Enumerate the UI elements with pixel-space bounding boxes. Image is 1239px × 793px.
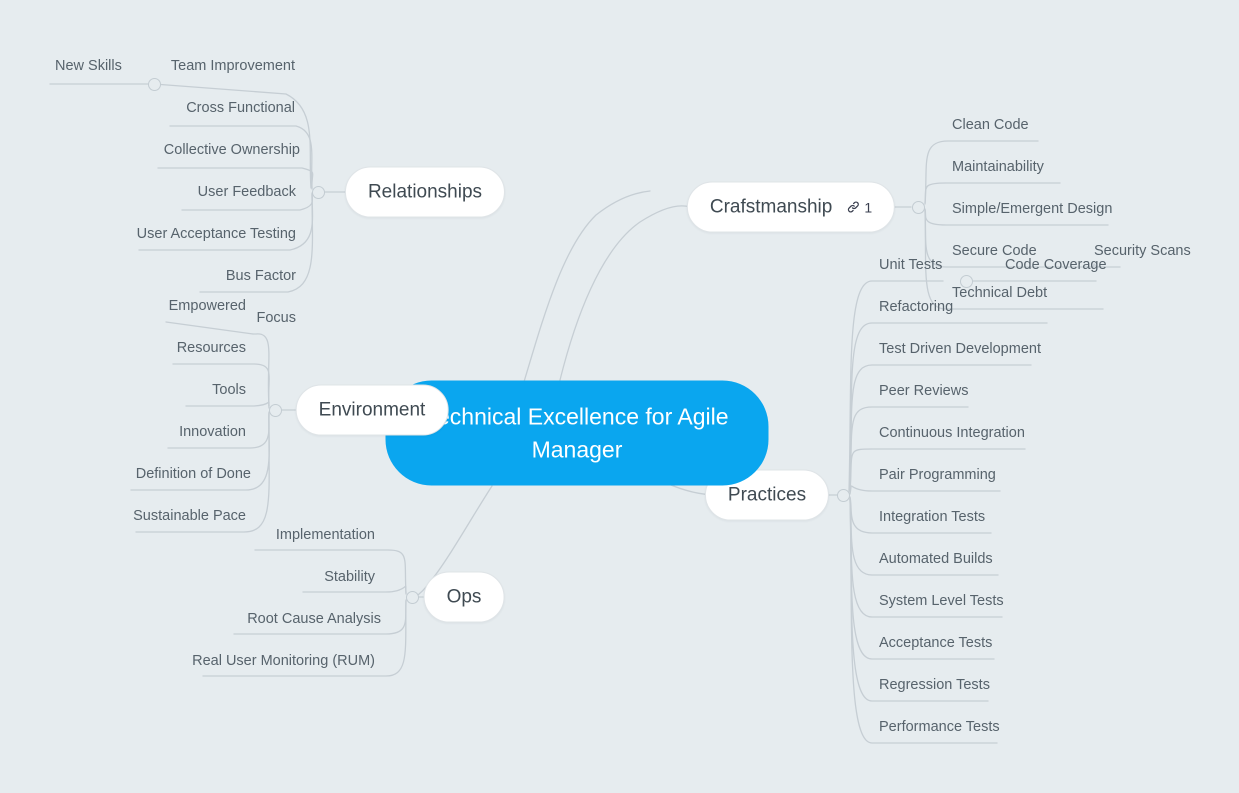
collapse-handle-unit-tests[interactable] (959, 274, 973, 288)
central-node-label: Technical Excellence for Agile Manager (425, 403, 729, 462)
leaf-maintainability[interactable]: Maintainability (952, 158, 1044, 175)
link-icon (845, 200, 860, 215)
leaf-sustainable-pace[interactable]: Sustainable Pace (133, 507, 246, 524)
leaf-refactoring[interactable]: Refactoring (879, 298, 954, 315)
branch-label-craftsmanship: Crafstmanship (709, 196, 833, 217)
leaf-peer-reviews[interactable]: Peer Reviews (879, 382, 969, 399)
branch-label-practices: Practices (727, 484, 807, 505)
leaf-security-scans[interactable]: Security Scans (1094, 242, 1191, 259)
branch-node-craftsmanship[interactable]: Crafstmanship 1 (686, 181, 896, 233)
link-count-craftsmanship: 1 (864, 199, 873, 215)
leaf-bus-factor[interactable]: Bus Factor (225, 267, 296, 284)
branch-node-ops[interactable]: Ops (423, 571, 505, 623)
branch-label-environment: Environment (318, 399, 426, 420)
collapse-handle-craftsmanship[interactable] (911, 200, 925, 214)
leaf-continuous-integration[interactable]: Continuous Integration (879, 424, 1025, 441)
central-node[interactable]: Technical Excellence for Agile Manager (385, 380, 769, 486)
collapse-handle-relationships[interactable] (311, 185, 325, 199)
leaf-system-level-tests[interactable]: System Level Tests (879, 592, 1004, 609)
leaf-innovation[interactable]: Innovation (179, 423, 246, 440)
leaf-cross-functional[interactable]: Cross Functional (186, 99, 295, 116)
leaf-unit-tests[interactable]: Unit Tests (879, 256, 943, 273)
leaf-resources[interactable]: Resources (176, 339, 246, 356)
leaf-user-feedback[interactable]: User Feedback (197, 183, 296, 200)
leaf-empowered[interactable]: Empowered (168, 297, 246, 314)
leaf-implementation[interactable]: Implementation (275, 526, 375, 543)
leaf-collective-ownership[interactable]: Collective Ownership (163, 141, 300, 158)
leaf-test-driven-development[interactable]: Test Driven Development (879, 340, 1041, 357)
leaf-automated-builds[interactable]: Automated Builds (879, 550, 993, 567)
leaf-team-improvement[interactable]: Team Improvement (170, 57, 295, 74)
leaf-tools[interactable]: Tools (212, 381, 246, 398)
branch-label-relationships: Relationships (367, 181, 483, 202)
leaf-code-coverage[interactable]: Code Coverage (1005, 256, 1107, 273)
leaf-technical-debt[interactable]: Technical Debt (952, 284, 1048, 301)
leaf-simple-emergent-design[interactable]: Simple/Emergent Design (952, 200, 1113, 217)
leaf-clean-code[interactable]: Clean Code (952, 116, 1029, 133)
leaf-secure-code[interactable]: Secure Code (952, 242, 1037, 259)
leaf-regression-tests[interactable]: Regression Tests (879, 676, 990, 693)
branch-node-relationships[interactable]: Relationships (344, 166, 506, 218)
link-badge-craftsmanship[interactable]: 1 (845, 199, 872, 215)
collapse-handle-team-improvement[interactable] (147, 77, 161, 91)
collapse-handle-practices[interactable] (836, 488, 850, 502)
leaf-performance-tests[interactable]: Performance Tests (879, 718, 1000, 735)
leaf-user-acceptance-testing[interactable]: User Acceptance Testing (136, 225, 296, 242)
branch-node-environment[interactable]: Environment (295, 384, 449, 436)
leaf-focus[interactable]: Focus (256, 309, 297, 326)
leaf-acceptance-tests[interactable]: Acceptance Tests (879, 634, 993, 651)
collapse-handle-environment[interactable] (268, 403, 282, 417)
branch-label-ops: Ops (446, 586, 482, 607)
leaf-pair-programming[interactable]: Pair Programming (879, 466, 996, 483)
leaf-real-user-monitoring[interactable]: Real User Monitoring (RUM) (192, 652, 375, 669)
collapse-handle-ops[interactable] (405, 590, 419, 604)
leaf-new-skills[interactable]: New Skills (55, 57, 122, 74)
leaf-root-cause-analysis[interactable]: Root Cause Analysis (247, 610, 381, 627)
leaf-definition-of-done[interactable]: Definition of Done (135, 465, 251, 482)
leaf-stability[interactable]: Stability (324, 568, 375, 585)
leaf-integration-tests[interactable]: Integration Tests (879, 508, 986, 525)
